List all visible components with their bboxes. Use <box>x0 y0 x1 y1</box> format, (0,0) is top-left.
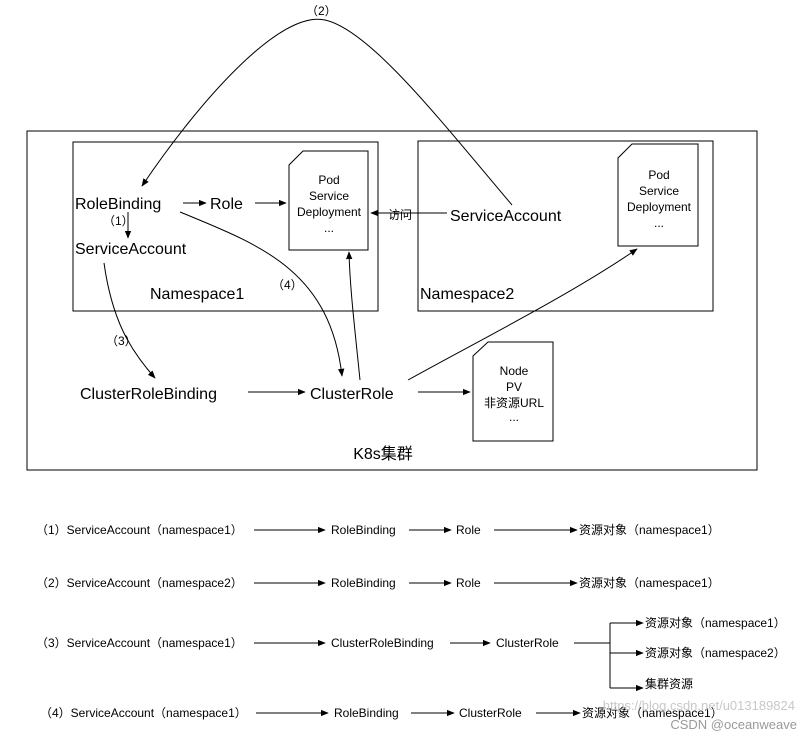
cluster-doc-line: PV <box>506 380 522 394</box>
flow-target: 集群资源 <box>645 676 693 691</box>
flow-target: 资源对象（namespace1） <box>645 616 786 630</box>
flow-step: ClusterRole <box>496 636 559 650</box>
clusterrole-label: ClusterRole <box>310 386 394 403</box>
namespace2-doc-line: Deployment <box>627 200 692 214</box>
flow-label: （3）ServiceAccount（namespace1） <box>36 636 243 650</box>
namespace1-label: Namespace1 <box>150 286 244 303</box>
flow-label: （1）ServiceAccount（namespace1） <box>36 523 243 537</box>
cluster-label: K8s集群 <box>353 445 413 463</box>
step3-label: （3） <box>106 334 137 348</box>
flow-step: RoleBinding <box>334 706 399 720</box>
namespace1-doc-line: ... <box>324 221 334 235</box>
cluster-doc-lines: Node PV 非资源URL ... <box>484 364 544 424</box>
namespace2-doc-line: ... <box>654 216 664 230</box>
clusterrole-to-namespace2-doc-arrow <box>407 248 638 381</box>
flow-step: Role <box>456 523 481 537</box>
namespace2-serviceaccount: ServiceAccount <box>450 208 562 225</box>
namespace1-doc-line: Pod <box>318 173 339 187</box>
namespace1-role: Role <box>210 196 243 213</box>
clusterrole-to-namespace1-doc-arrow <box>345 251 361 381</box>
cluster-doc-line: ... <box>509 410 519 424</box>
clusterrolebinding-label: ClusterRoleBinding <box>80 386 217 403</box>
flow-target: 资源对象（namespace2） <box>645 646 786 660</box>
step1-label: （1） <box>103 214 134 228</box>
watermark-faint: https://blog.csdn.net/u013189824 <box>603 698 795 713</box>
watermark-credit: CSDN @oceanweave <box>670 717 797 732</box>
step2-label: （2） <box>306 4 337 18</box>
namespace2-doc-line: Service <box>639 184 679 198</box>
namespace1-resource-doc <box>288 150 369 251</box>
cluster-doc-line: 非资源URL <box>484 396 544 410</box>
flow-target: 资源对象（namespace1） <box>579 523 720 537</box>
step4-arrow <box>179 211 345 377</box>
cluster-connectors <box>103 18 638 396</box>
flow-step: RoleBinding <box>331 523 396 537</box>
step2-arc-arrow <box>141 18 513 206</box>
namespace2-label: Namespace2 <box>420 286 514 303</box>
namespace2-doc-line: Pod <box>648 168 669 182</box>
namespace2-resource-doc <box>617 143 699 247</box>
flow-target: 资源对象（namespace1） <box>579 576 720 590</box>
namespace1-doc-line: Deployment <box>297 205 362 219</box>
cluster-doc-line: Node <box>500 364 529 378</box>
namespace1-serviceaccount: ServiceAccount <box>75 241 187 258</box>
access-label: 访问 <box>388 208 412 222</box>
flow-row: （1）ServiceAccount（namespace1） RoleBindin… <box>36 523 720 537</box>
flow-step: RoleBinding <box>331 576 396 590</box>
namespace1-doc-lines: Pod Service Deployment ... <box>297 173 362 235</box>
flow-label: （2）ServiceAccount（namespace2） <box>36 576 243 590</box>
namespace2-doc-lines: Pod Service Deployment ... <box>627 168 692 230</box>
flow-step: ClusterRoleBinding <box>331 636 434 650</box>
flow-label: （4）ServiceAccount（namespace1） <box>40 706 247 720</box>
step3-arrow <box>103 262 156 379</box>
flow-step: Role <box>456 576 481 590</box>
namespace1-rolebinding: RoleBinding <box>75 196 161 213</box>
namespace1-doc-line: Service <box>309 189 349 203</box>
cluster-resource-doc <box>472 341 554 442</box>
flow-step: ClusterRole <box>459 706 522 720</box>
step4-label: （4） <box>272 278 303 292</box>
flow-row: （2）ServiceAccount（namespace2） RoleBindin… <box>36 576 720 590</box>
flow-target: 资源对象（namespace1） <box>582 706 723 720</box>
flow-row: （3）ServiceAccount（namespace1） ClusterRol… <box>36 616 786 692</box>
flow-row: （4）ServiceAccount（namespace1） RoleBindin… <box>40 706 723 720</box>
flow-list: （1）ServiceAccount（namespace1） RoleBindin… <box>36 523 786 720</box>
